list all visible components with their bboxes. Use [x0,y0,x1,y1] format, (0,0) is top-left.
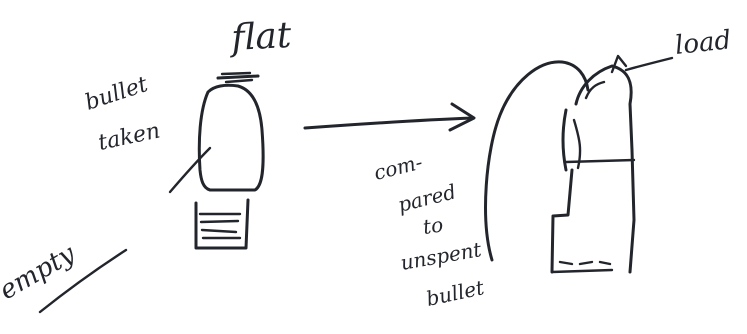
compared-label-line5: bullet [424,275,487,311]
bullet-taken-label-line2: taken [96,118,162,155]
load-label: load [674,25,733,61]
empty-label: empty [0,239,81,306]
comparison-arrow [305,104,474,130]
compared-label-line4: unspent [399,237,484,275]
unspent-bullet [552,56,634,272]
load-pointer [626,58,672,70]
compared-label-line2: pared [395,179,458,217]
flat-label: flat [227,15,293,59]
compared-label-line3: to [421,212,444,239]
compared-label-line1: com- [371,150,425,185]
spent-bullet [196,73,263,248]
bullet-taken-label-line1: bullet [82,72,151,116]
